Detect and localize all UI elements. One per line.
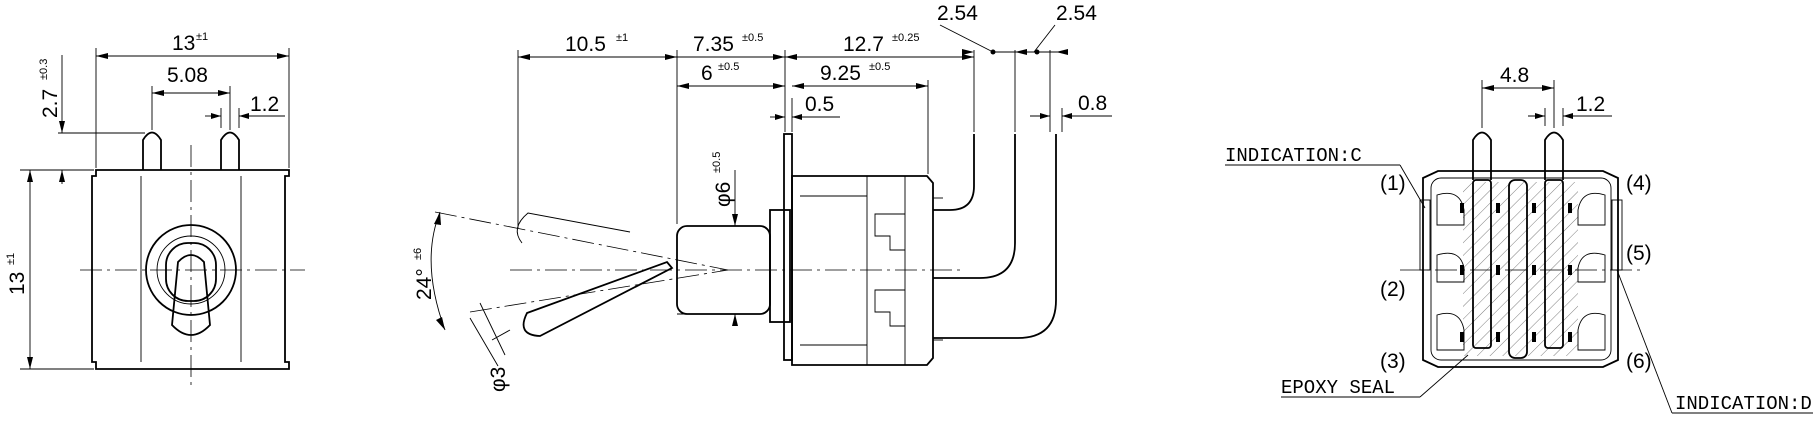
dim-body-length: 9.25 — [820, 62, 861, 85]
nut — [769, 209, 791, 323]
lever-upper-ghost — [516, 212, 631, 244]
dim-front-pin-pitch: 5.08 — [167, 64, 208, 87]
lever-axis-lower — [469, 269, 729, 313]
front-view: 13 ±1 5.08 1.2 2.7 ±0.3 13 ±1 — [5, 31, 305, 385]
dim-bushing-diameter: φ6 — [712, 182, 735, 207]
side-body — [791, 175, 934, 366]
dim-thread-length: 6 — [701, 62, 713, 85]
dim-bushing-length-tol: ±0.5 — [742, 32, 763, 44]
dim-terminal-thickness: 0.8 — [1078, 92, 1107, 115]
terminal-1 — [933, 134, 975, 211]
terminal-label-4: (4) — [1626, 172, 1652, 195]
pin-bar-right — [1544, 179, 1564, 349]
dim-body-terminal: 12.7 — [843, 33, 884, 56]
dim-bushing-diameter-tol: ±0.5 — [711, 152, 723, 173]
dim-front-pin-length: 2.7 — [39, 89, 62, 118]
dim-lever-length: 10.5 — [565, 33, 606, 56]
dim-bottom-pin-width: 1.2 — [1576, 93, 1605, 116]
terminal-label-2: (2) — [1380, 278, 1406, 301]
epoxy-seal-area — [1463, 182, 1578, 356]
lever-lower — [522, 260, 674, 337]
terminal-label-5: (5) — [1626, 242, 1652, 265]
dim-plate-thickness: 0.5 — [805, 93, 834, 116]
dim-body-terminal-tol: ±0.25 — [892, 32, 919, 44]
bottom-body-inner — [1430, 177, 1612, 361]
dim-front-height: 13 — [6, 272, 29, 295]
dim-lever-angle: 24° — [413, 268, 436, 300]
dim-thread-length-tol: ±0.5 — [718, 61, 739, 73]
front-body — [91, 169, 290, 370]
dim-front-width: 13 — [172, 32, 195, 55]
label-epoxy-seal: EPOXY SEAL — [1281, 377, 1395, 399]
terminal-2 — [933, 134, 1016, 279]
dim-bottom-pin-spacing: 4.8 — [1500, 64, 1529, 87]
terminal-label-6: (6) — [1626, 350, 1652, 373]
dim-terminal-pitch-2: 2.54 — [1056, 2, 1097, 25]
terminal-3 — [933, 134, 1057, 339]
dim-bushing-length: 7.35 — [693, 33, 734, 56]
lever-axis-upper — [434, 211, 729, 271]
bottom-body-outer — [1422, 170, 1619, 368]
dim-terminal-pitch-1: 2.54 — [937, 2, 978, 25]
front-lever — [171, 254, 211, 336]
bottom-pin-right — [1544, 131, 1564, 180]
dim-front-width-tol: ±1 — [196, 31, 208, 43]
dim-lever-diameter: φ3 — [487, 367, 510, 392]
center-rib — [1508, 179, 1528, 359]
label-indication-c: INDICATION:C — [1225, 145, 1362, 167]
dim-body-length-tol: ±0.5 — [869, 61, 890, 73]
bottom-view: 4.8 1.2 INDICATION:C EPOXY SEAL INDICATI… — [1225, 64, 1813, 415]
pin-bar-left — [1472, 179, 1492, 349]
dim-lever-length-tol: ±1 — [616, 32, 628, 44]
dim-front-pin-length-tol: ±0.3 — [38, 59, 50, 80]
dim-front-pin-width: 1.2 — [250, 93, 279, 116]
side-view: 10.5 ±1 7.35 ±0.5 12.7 ±0.25 6 ±0.5 9.25… — [412, 2, 1112, 392]
front-pin-left — [142, 131, 162, 170]
dim-front-height-tol: ±1 — [5, 253, 17, 265]
dim-lever-angle-tol: ±6 — [412, 248, 424, 260]
bottom-pin-left — [1472, 131, 1492, 180]
label-indication-d: INDICATION:D — [1675, 393, 1812, 415]
terminal-label-1: (1) — [1380, 172, 1406, 195]
front-pin-right — [220, 131, 240, 170]
terminal-lugs — [1436, 192, 1606, 351]
terminal-label-3: (3) — [1380, 350, 1406, 373]
